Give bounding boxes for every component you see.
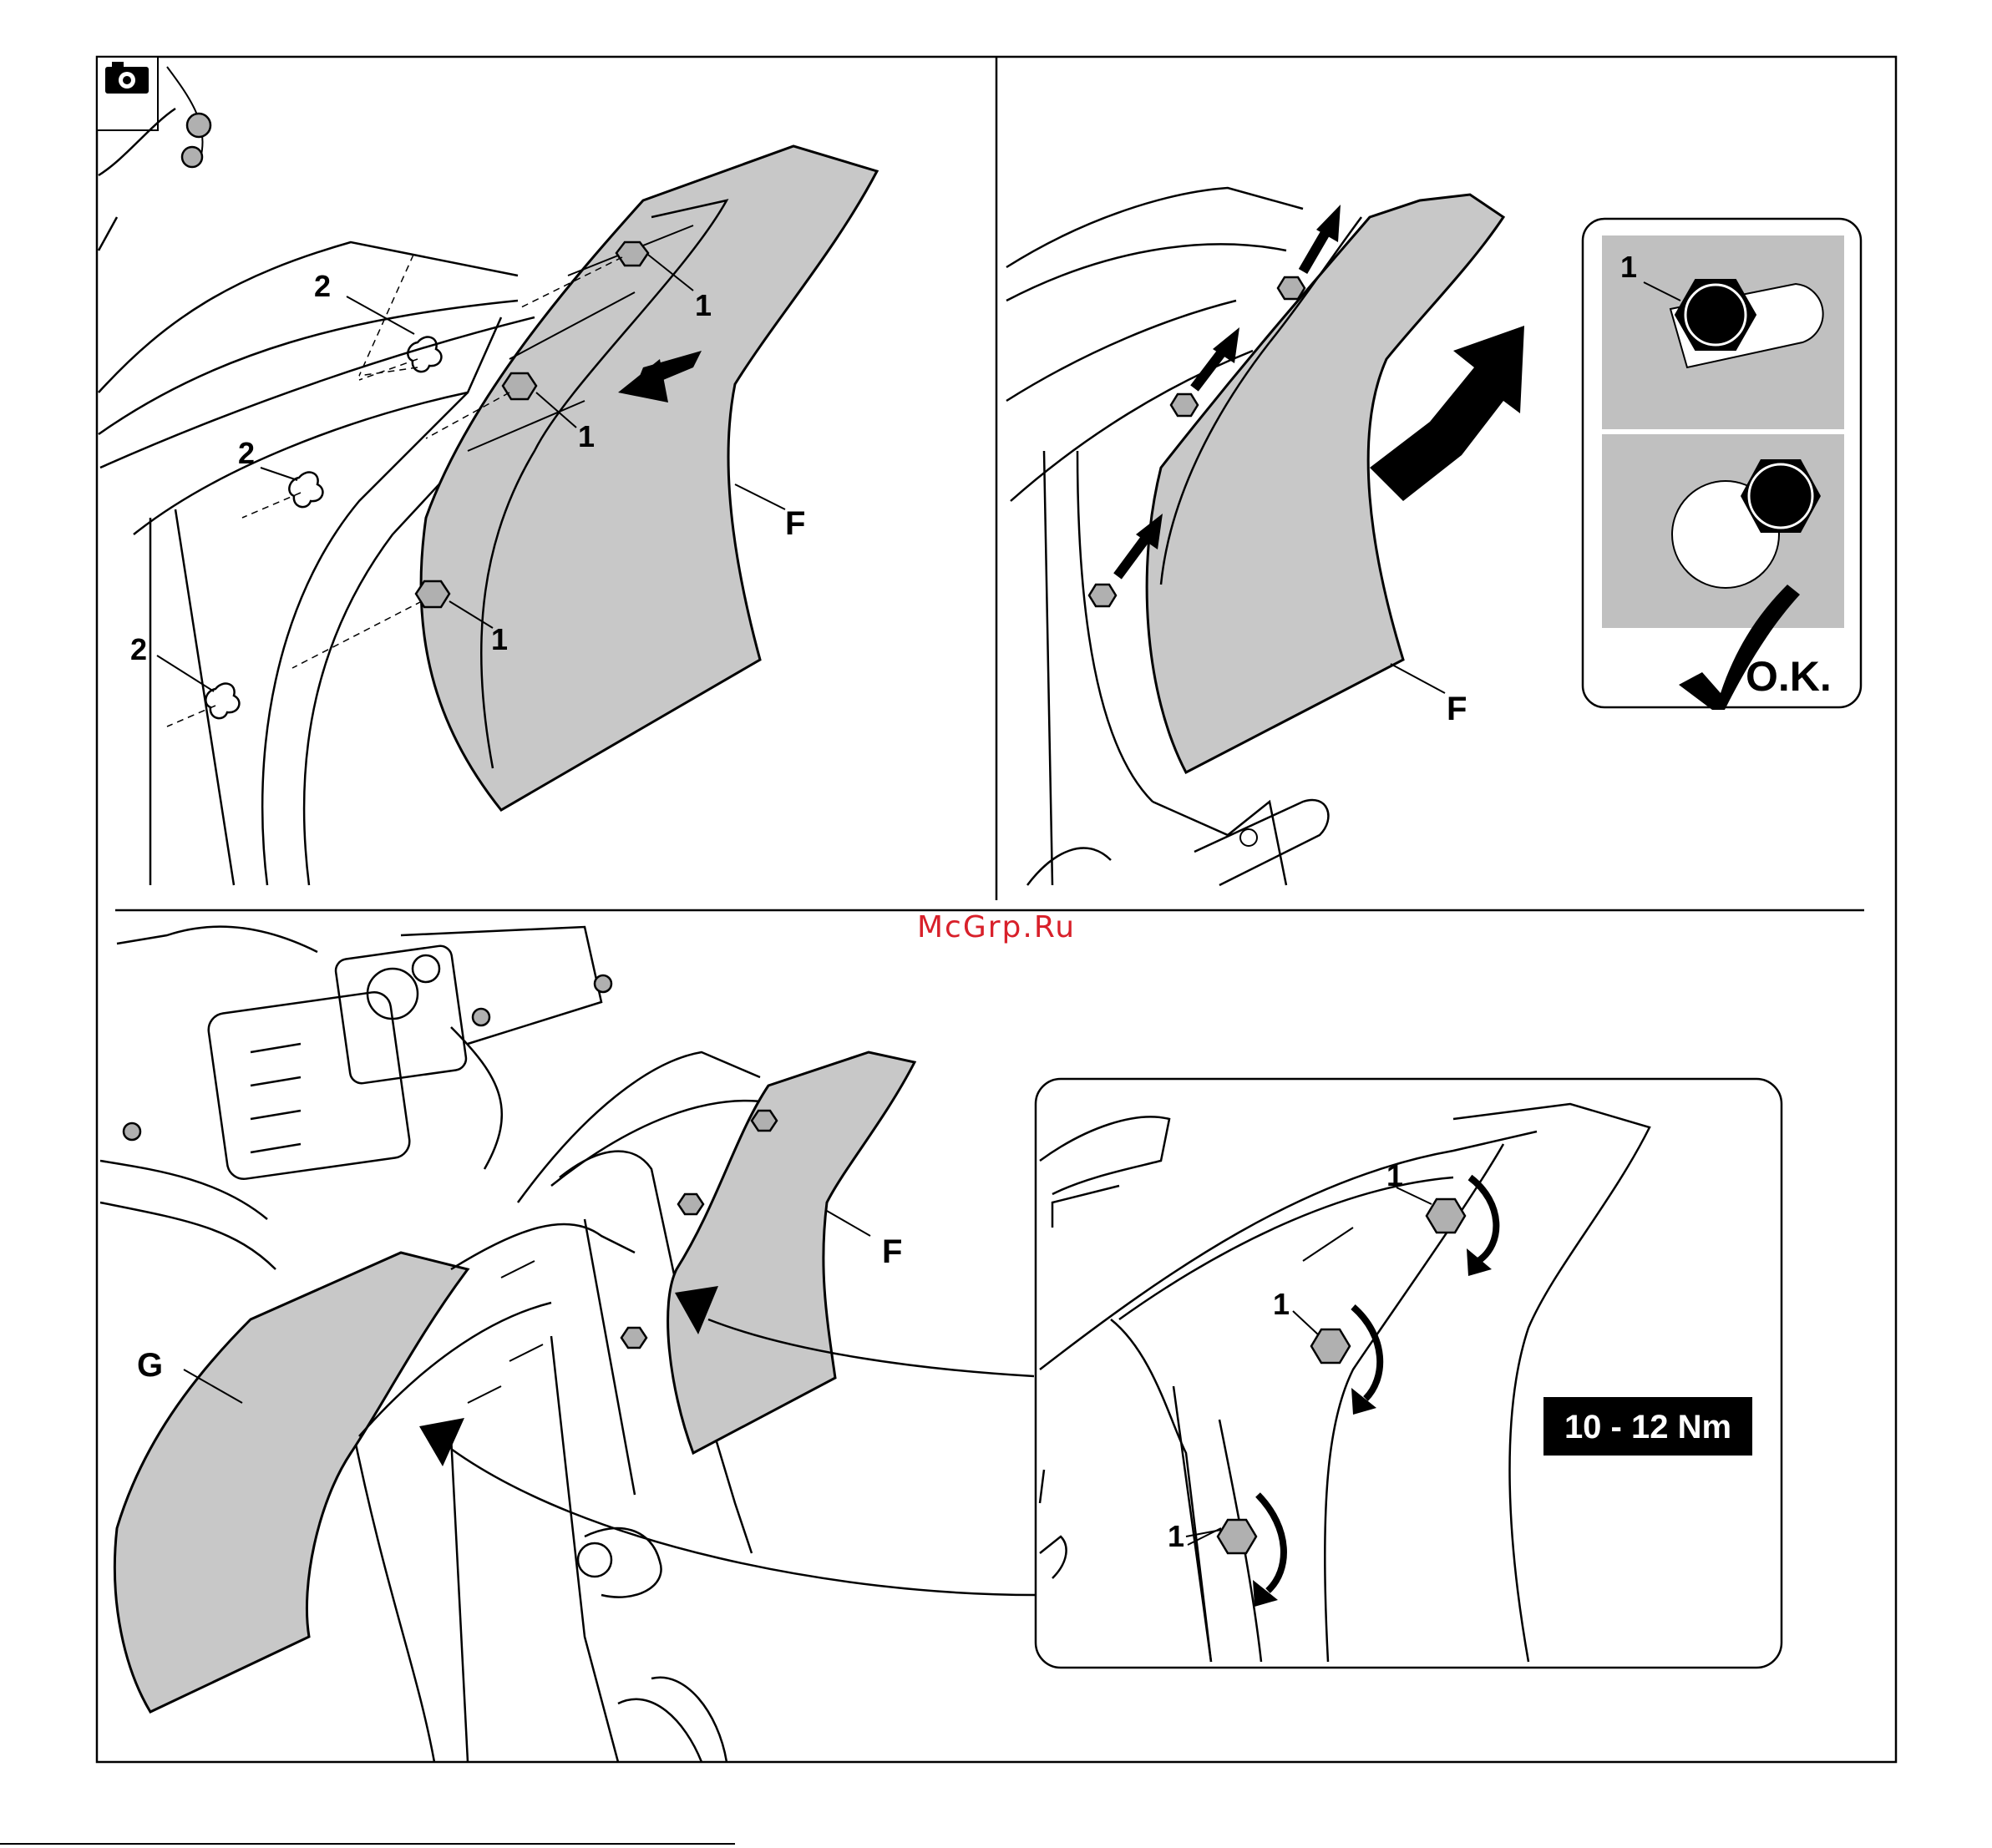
part-label-g: G (137, 1347, 163, 1384)
inset-bolt-label: 1 (1620, 250, 1637, 284)
bolt-label: 1 (695, 288, 712, 322)
camera-icon (97, 57, 158, 130)
watermark: McGrp.Ru (917, 910, 1076, 944)
panel-bottom (100, 927, 1036, 1762)
hole-label: 2 (130, 632, 147, 666)
bolt-label: 1 (491, 622, 508, 656)
torque-value: 10 - 12 Nm (1564, 1409, 1731, 1445)
torque-detail (1036, 1079, 1782, 1668)
bolt-label: 1 (1273, 1287, 1290, 1321)
panel-top-left (99, 67, 877, 885)
bolt-label: 1 (578, 419, 595, 453)
hole-label: 2 (314, 269, 331, 303)
part-label-f: F (1447, 691, 1467, 727)
alignment-inset (1583, 219, 1861, 707)
part-label-f: F (882, 1233, 902, 1270)
panel-top-right (1006, 188, 1524, 885)
part-label-f: F (785, 505, 805, 542)
hole-label: 2 (238, 436, 255, 470)
bolt-label: 1 (1386, 1158, 1403, 1192)
bolt-label: 1 (1168, 1519, 1184, 1553)
ok-label: O.K. (1746, 653, 1832, 700)
